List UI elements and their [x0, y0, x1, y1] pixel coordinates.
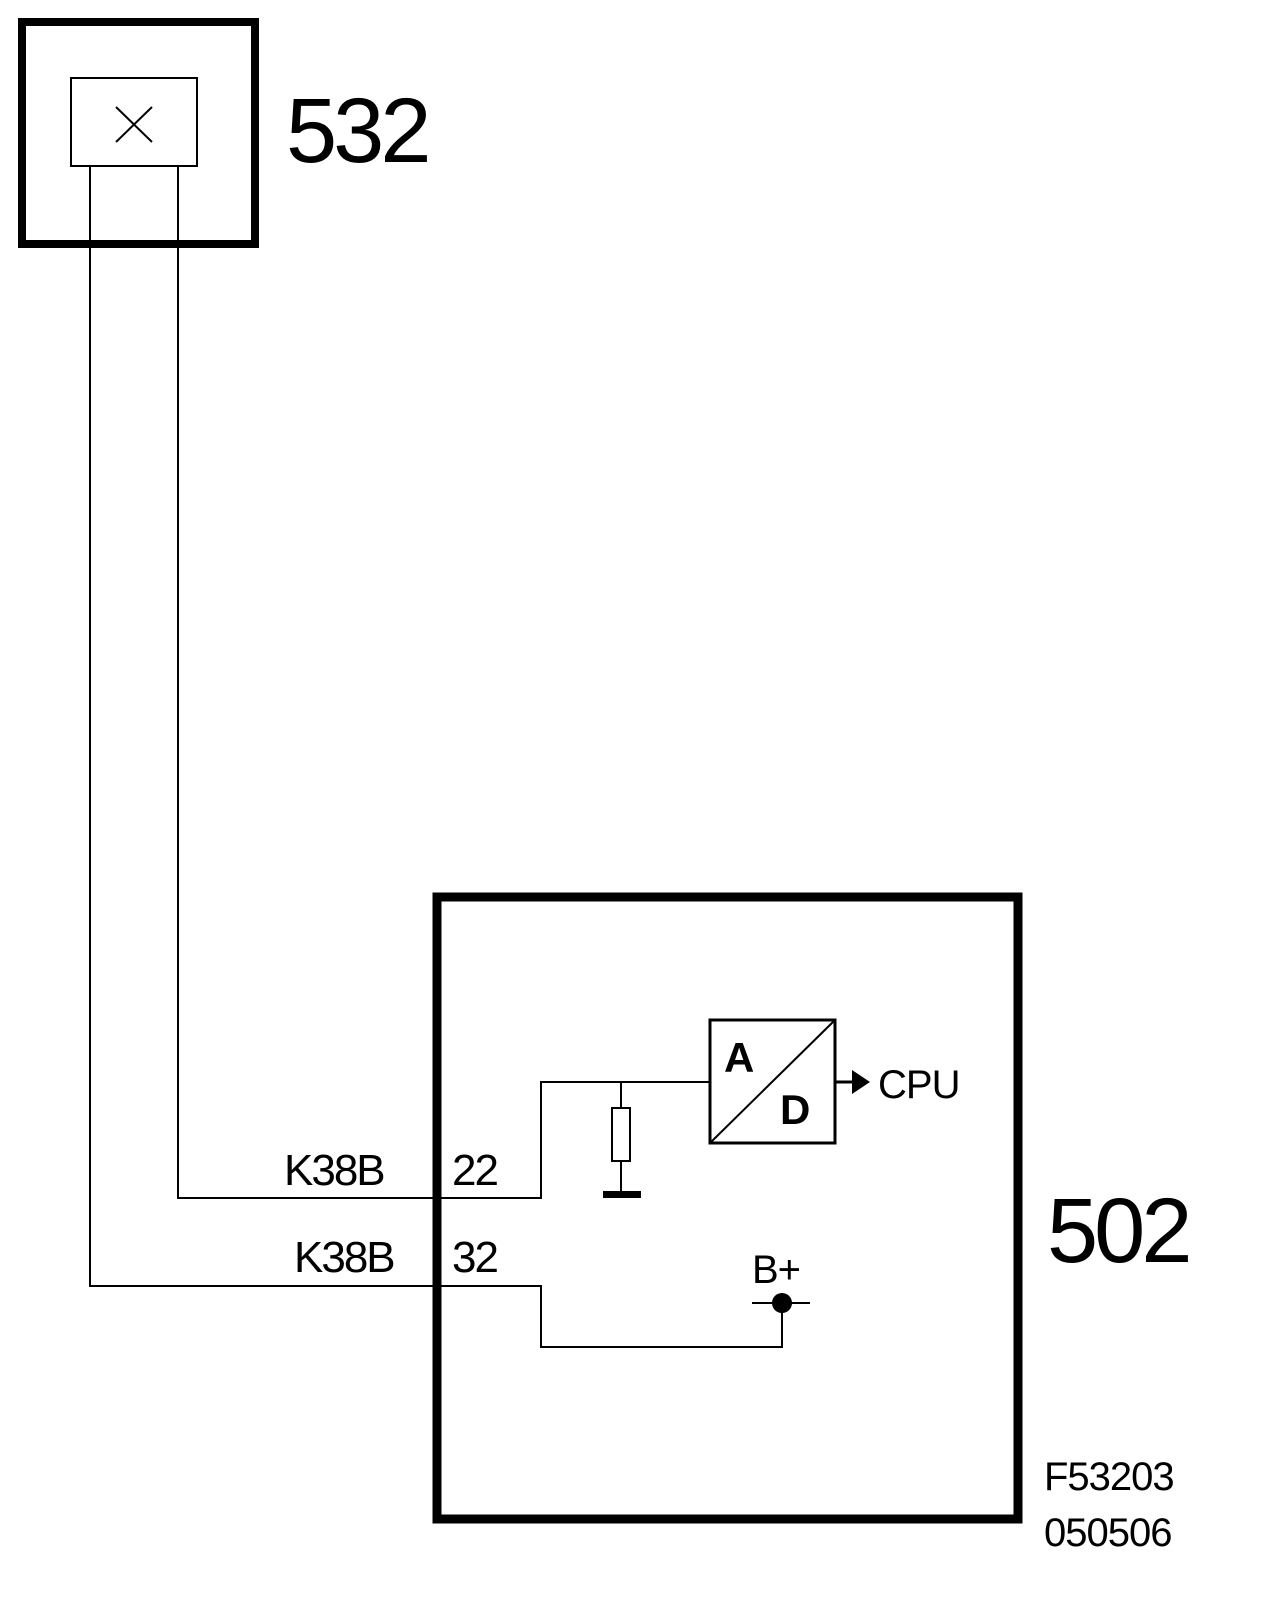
pin-label-32: 32: [452, 1233, 497, 1282]
ad-converter-a: A: [724, 1034, 754, 1081]
supply-node-icon: [772, 1293, 792, 1313]
cpu-label: CPU: [878, 1063, 959, 1107]
pin-label-22: 22: [452, 1146, 497, 1195]
ad-converter-diagonal: [709, 1019, 836, 1144]
ground-icon: [603, 1191, 641, 1198]
sensor-532-label: 532: [286, 80, 428, 182]
control-unit-502-housing: [432, 892, 1023, 1524]
arrow-right-icon: [852, 1070, 870, 1094]
sensor-532-housing: [18, 18, 259, 248]
supply-label: B+: [752, 1248, 800, 1292]
sensor-cross-icon-b: [115, 106, 153, 143]
wire-pin-22: [177, 166, 710, 1199]
figure-ref-line2: 050506: [1044, 1511, 1171, 1555]
connector-label-1: K38B: [284, 1146, 384, 1195]
wire-pin-32: [89, 166, 783, 1348]
figure-ref-line1: F53203: [1044, 1455, 1174, 1499]
control-unit-502-label: 502: [1047, 1180, 1189, 1282]
connector-label-2: K38B: [294, 1233, 394, 1282]
sensor-532-element: [70, 77, 198, 167]
resistor-icon: [611, 1107, 631, 1162]
ad-converter-d: D: [780, 1086, 810, 1133]
